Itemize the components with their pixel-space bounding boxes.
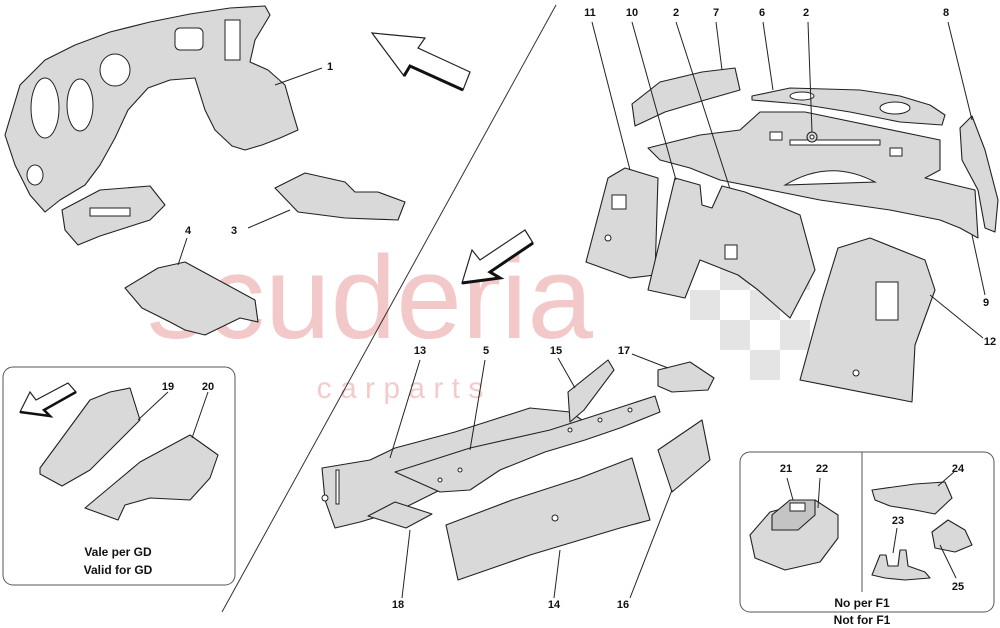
label-10: 10: [626, 7, 638, 19]
leader-19: [137, 391, 169, 421]
label-4: 4: [185, 225, 192, 237]
direction-arrow-middle-shadow: [461, 241, 534, 285]
label-1: 1: [327, 61, 333, 73]
label-16: 16: [617, 599, 629, 611]
section-divider: [221, 4, 557, 613]
part-8-side-panel: [959, 115, 999, 233]
gd-note-line-2: Valid for GD: [84, 563, 153, 577]
leader-8: [947, 21, 973, 121]
gd-direction-arrow: [19, 382, 77, 417]
direction-arrow-top-shadow: [402, 64, 464, 92]
leader-24: [937, 471, 955, 487]
gd-note-line-1: Vale per GD: [84, 545, 152, 559]
gd-variant-box: [2, 366, 236, 586]
leader-11: [591, 21, 631, 171]
part-20-pad: [84, 434, 219, 521]
leader-23: [892, 527, 898, 554]
label-9: 9: [983, 297, 989, 309]
f1-note-line-1: No per F1: [834, 596, 890, 610]
label-2b: 2: [673, 7, 679, 19]
leader-7: [715, 21, 723, 71]
label-5: 5: [483, 345, 489, 357]
label-13: 13: [414, 345, 426, 357]
label-21: 21: [780, 463, 792, 475]
leader-3: [247, 209, 291, 229]
part-4-floor-insulation: [124, 261, 259, 336]
leader-6: [762, 21, 774, 91]
label-14: 14: [548, 599, 561, 611]
leader-1: [274, 67, 323, 86]
label-20: 20: [202, 381, 214, 393]
leader-5: [469, 359, 486, 451]
leader-4: [177, 237, 188, 266]
part-1-firewall-insulation: [4, 5, 299, 246]
leader-2b: [675, 21, 733, 196]
label-25: 25: [952, 581, 964, 593]
label-15: 15: [550, 345, 562, 357]
part-18-small-pad: [367, 501, 433, 529]
leader-25: [939, 544, 957, 579]
leader-12: [929, 294, 984, 339]
label-24: 24: [952, 463, 965, 475]
part-11-panel: [585, 167, 659, 279]
label-6: 6: [759, 7, 765, 19]
leader-13: [389, 359, 421, 459]
part-3-insulation-pad: [274, 172, 406, 221]
f1-variant-box: [739, 451, 995, 613]
leader-17: [631, 353, 669, 369]
direction-arrow-top: [370, 32, 471, 91]
leader-16: [629, 489, 673, 599]
gd-direction-arrow-shadow: [19, 390, 77, 418]
leader-10: [631, 21, 677, 181]
leader-18: [401, 529, 411, 599]
label-12: 12: [984, 336, 996, 348]
leader-22: [817, 477, 821, 509]
label-18: 18: [392, 599, 404, 611]
label-22: 22: [816, 463, 828, 475]
part-25-pad: [931, 519, 973, 553]
label-2a: 2: [803, 7, 809, 19]
label-11: 11: [584, 7, 596, 19]
label-23: 23: [892, 515, 904, 527]
part-12-panel: [799, 237, 936, 403]
part-24-strip: [871, 481, 953, 515]
part-16-side-pad: [657, 419, 711, 493]
leader-20: [191, 391, 209, 439]
leader-14: [553, 549, 561, 599]
leader-9: [971, 234, 986, 296]
label-3: 3: [231, 225, 237, 237]
part-7-insulation-strip: [631, 67, 741, 127]
watermark-sub: c a r p a r t s: [317, 372, 484, 405]
f1-note-line-2: Not for F1: [834, 613, 891, 627]
part-14-floor-panel: [445, 457, 651, 581]
leader-21: [786, 477, 794, 501]
leader-15: [557, 357, 576, 389]
label-17: 17: [618, 345, 630, 357]
label-7: 7: [713, 7, 719, 19]
label-19: 19: [162, 381, 174, 393]
part-23-bracket: [871, 549, 931, 581]
leader-2a: [807, 21, 813, 133]
part-15-strip: [567, 359, 615, 423]
part-19-pad: [39, 387, 141, 487]
label-8: 8: [943, 7, 949, 19]
part-17-pad: [657, 361, 715, 393]
